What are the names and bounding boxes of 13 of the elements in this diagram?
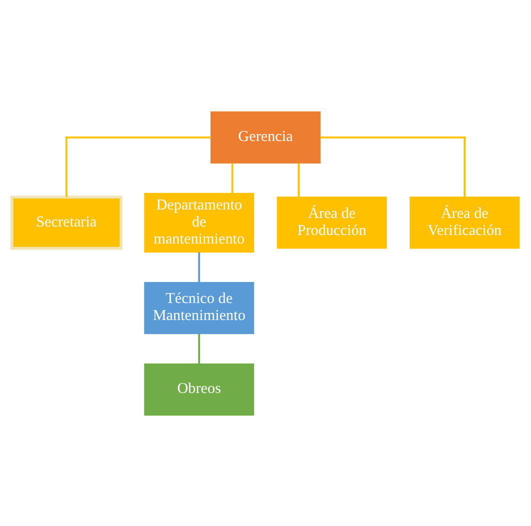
node-box: Área de Verificación xyxy=(410,196,520,248)
node-box: Obreos xyxy=(144,363,254,416)
node-box: Gerencia xyxy=(210,110,320,163)
node-box: Técnico de Mantenimiento xyxy=(144,281,254,334)
connector xyxy=(198,252,200,282)
node-box: Departamento de mantenimiento xyxy=(144,192,254,252)
connector xyxy=(65,136,211,197)
connector xyxy=(320,136,466,197)
connector xyxy=(198,333,200,364)
connector xyxy=(231,162,234,193)
node-box: Área de Producción xyxy=(276,196,387,248)
node-box: Secretaria xyxy=(10,195,122,250)
connector xyxy=(298,162,300,196)
